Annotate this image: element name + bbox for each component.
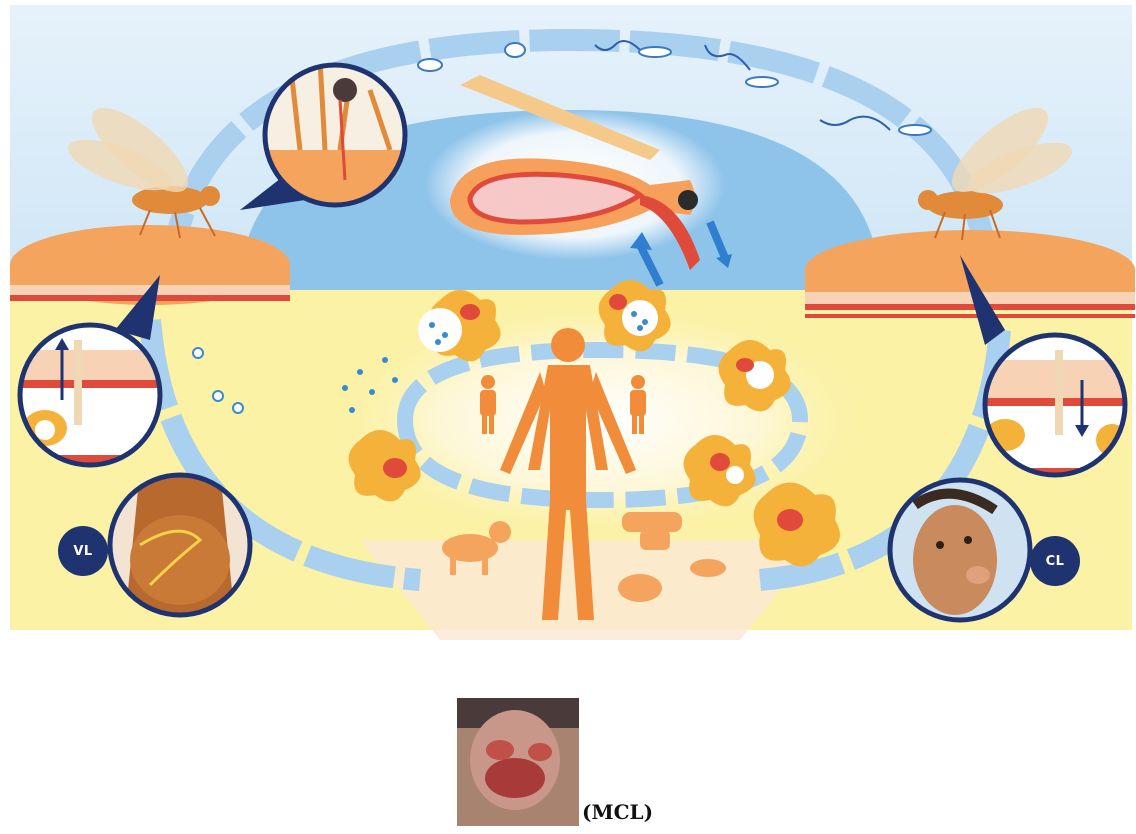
mcl-label: (MCL) bbox=[582, 800, 653, 824]
skin-injection-zoom-circle-left bbox=[20, 325, 160, 467]
cl-badge: CL bbox=[1030, 536, 1080, 586]
vl-label: VL bbox=[73, 544, 92, 559]
cl-label: CL bbox=[1046, 554, 1065, 569]
mucocutaneous-leishmaniasis-photo bbox=[457, 698, 579, 826]
vl-badge: VL bbox=[58, 526, 108, 576]
